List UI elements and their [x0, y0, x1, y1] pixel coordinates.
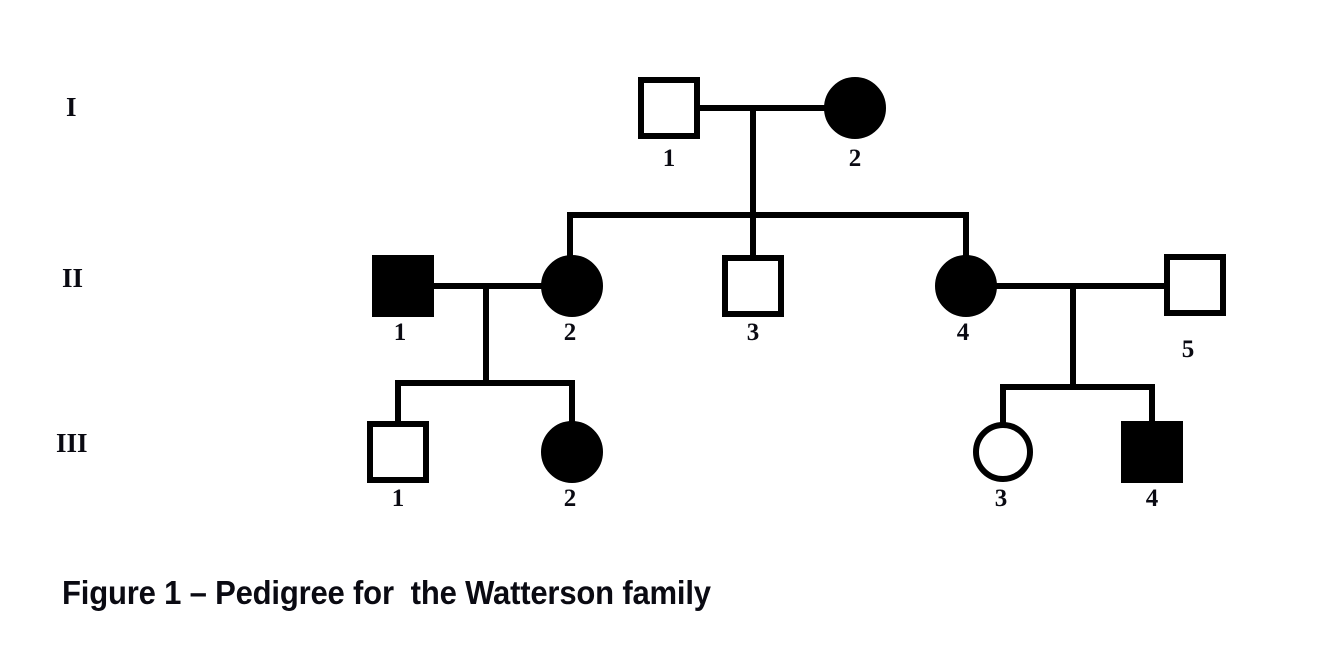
individual-number-label: 2	[849, 145, 862, 172]
individual-II-4[interactable]: 4	[935, 255, 997, 346]
generation-label-III: III	[56, 428, 88, 458]
individual-II-2[interactable]: 2	[541, 255, 603, 346]
individual-III-3[interactable]: 3	[973, 422, 1033, 512]
individual-II-1[interactable]: 1	[372, 255, 434, 346]
individual-II-5[interactable]: 5	[1164, 254, 1226, 363]
symbol-square-affected[interactable]	[1121, 421, 1183, 483]
symbol-circle-affected[interactable]	[541, 421, 603, 483]
symbol-square-affected[interactable]	[372, 255, 434, 317]
symbol-circle-unaffected[interactable]	[973, 422, 1033, 482]
generation-labels: I II III	[56, 92, 88, 458]
individual-number-label: 1	[392, 485, 405, 512]
individual-I-2[interactable]: 2	[824, 77, 886, 172]
individual-number-label: 2	[564, 319, 577, 346]
individual-number-label: 2	[564, 485, 577, 512]
symbol-circle-affected[interactable]	[935, 255, 997, 317]
symbol-square-unaffected[interactable]	[722, 255, 784, 317]
individual-number-label: 3	[747, 319, 760, 346]
individual-number-label: 1	[394, 319, 407, 346]
generation-label-II: II	[62, 263, 83, 293]
individual-III-4[interactable]: 4	[1121, 421, 1183, 512]
symbol-square-unaffected[interactable]	[638, 77, 700, 139]
pedigree-connectors	[395, 105, 1167, 426]
symbol-circle-affected[interactable]	[824, 77, 886, 139]
individual-III-2[interactable]: 2	[541, 421, 603, 512]
individual-number-label: 5	[1182, 336, 1195, 363]
pedigree-diagram: I II III	[56, 77, 1226, 512]
generation-label-I: I	[66, 92, 77, 122]
individual-I-1[interactable]: 1	[638, 77, 700, 172]
symbol-circle-affected[interactable]	[541, 255, 603, 317]
individual-number-label: 4	[957, 319, 970, 346]
individual-number-label: 4	[1146, 485, 1159, 512]
symbol-square-unaffected[interactable]	[367, 421, 429, 483]
individual-number-label: 3	[995, 485, 1008, 512]
individual-II-3[interactable]: 3	[722, 255, 784, 346]
individual-III-1[interactable]: 1	[367, 421, 429, 512]
individual-number-label: 1	[663, 145, 676, 172]
symbol-square-unaffected[interactable]	[1164, 254, 1226, 316]
figure-caption: Figure 1 – Pedigree for the Watterson fa…	[62, 574, 711, 611]
